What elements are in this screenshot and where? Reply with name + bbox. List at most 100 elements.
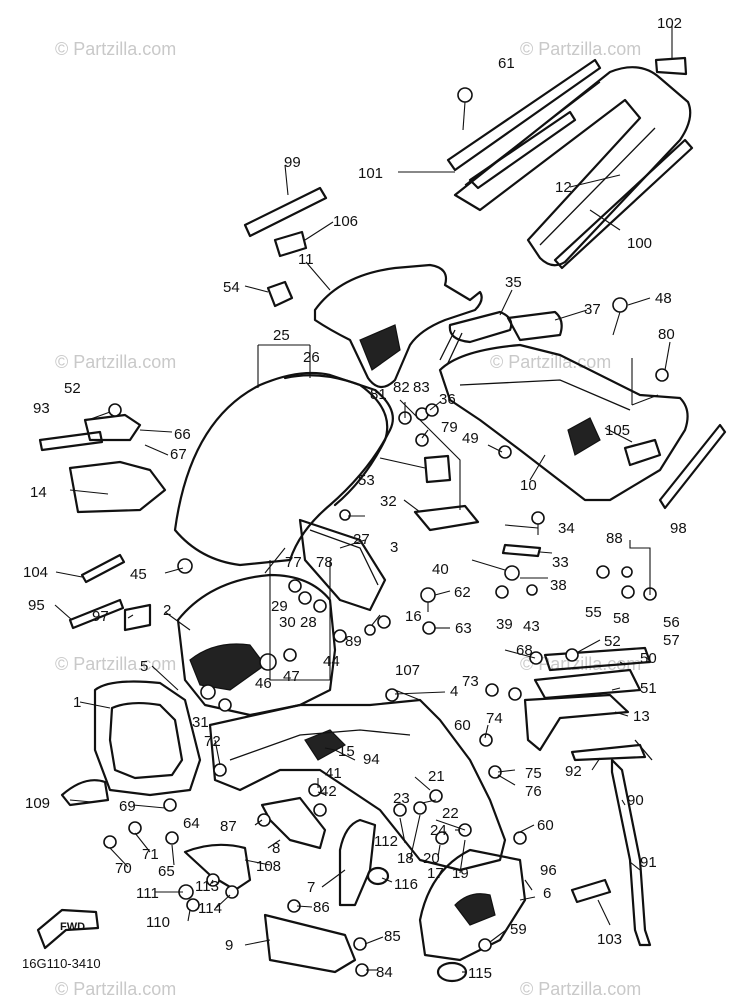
part-label-104: 104 [23, 564, 48, 581]
part-label-48: 48 [655, 290, 672, 307]
part-label-20: 20 [423, 850, 440, 867]
part-label-6: 6 [543, 885, 551, 902]
part-label-53: 53 [358, 472, 375, 489]
part-label-112: 112 [374, 833, 398, 850]
part-label-99: 99 [284, 154, 301, 171]
part-label-18: 18 [397, 850, 414, 867]
part-label-52b: 52 [64, 380, 81, 397]
part-label-25: 25 [273, 327, 290, 344]
part-label-98: 98 [670, 520, 687, 537]
fasteners [103, 87, 669, 977]
part-label-16: 16 [405, 608, 422, 625]
part-label-5: 5 [140, 658, 148, 675]
part-label-110: 110 [146, 914, 170, 931]
part-label-10: 10 [520, 477, 537, 494]
part-label-60b: 60 [537, 817, 554, 834]
part-label-74: 74 [486, 710, 503, 727]
part-label-17: 17 [427, 865, 444, 882]
part-label-36: 36 [439, 391, 456, 408]
part-label-107: 107 [395, 662, 420, 679]
part-label-35: 35 [505, 274, 522, 291]
part-label-87: 87 [220, 818, 237, 835]
fwd-label: FWD [60, 921, 85, 933]
watermark-text: © Partzilla.com [520, 979, 641, 999]
part-label-95: 95 [28, 597, 45, 614]
part-label-79: 79 [441, 419, 458, 436]
part-label-27: 27 [353, 531, 370, 548]
part-label-41: 41 [325, 765, 342, 782]
part-label-75: 75 [525, 765, 542, 782]
lower-fairing [208, 698, 507, 872]
part-label-81: 81 [370, 386, 387, 403]
upper-fairing [176, 573, 337, 717]
part-label-30: 30 [279, 614, 296, 631]
part-label-88: 88 [606, 530, 623, 547]
part-label-70: 70 [115, 860, 132, 877]
part-label-44: 44 [323, 653, 340, 670]
part-label-72: 72 [204, 733, 221, 750]
part-label-89: 89 [345, 633, 362, 650]
part-label-82: 82 [393, 379, 410, 396]
part-label-24: 24 [430, 822, 447, 839]
part-label-13: 13 [633, 708, 650, 725]
part-label-59: 59 [510, 921, 527, 938]
part-label-69: 69 [119, 798, 136, 815]
part-label-1: 1 [73, 694, 81, 711]
part-label-49: 49 [462, 430, 479, 447]
part-label-111: 111 [136, 885, 159, 902]
part-label-40: 40 [432, 561, 449, 578]
part-label-62: 62 [454, 584, 471, 601]
tail-cowl [438, 343, 689, 502]
part-label-76: 76 [525, 783, 542, 800]
part-label-63: 63 [455, 620, 472, 637]
part-label-66: 66 [174, 426, 191, 443]
windscreen [173, 371, 394, 567]
watermark-text: © Partzilla.com [490, 352, 611, 372]
part-label-43: 43 [523, 618, 540, 635]
part-label-55: 55 [585, 604, 602, 621]
part-label-56: 56 [663, 614, 680, 631]
part-label-38: 38 [550, 577, 567, 594]
part-label-9: 9 [225, 937, 233, 954]
part-label-96: 96 [540, 862, 557, 879]
part-label-92: 92 [565, 763, 582, 780]
part-labels: 1 2 3 4 5 6 7 8 9 10 11 12 13 14 15 16 1… [23, 15, 687, 982]
part-label-34: 34 [558, 520, 575, 537]
part-label-101: 101 [358, 165, 383, 182]
part-label-73: 73 [462, 673, 479, 690]
part-label-26: 26 [303, 349, 320, 366]
part-label-67: 67 [170, 446, 187, 463]
part-label-108: 108 [256, 858, 281, 875]
rear-carrier-rail [453, 66, 692, 267]
watermarks: © Partzilla.com © Partzilla.com © Partzi… [55, 39, 641, 999]
part-label-28: 28 [300, 614, 317, 631]
part-label-85: 85 [384, 928, 401, 945]
part-label-54: 54 [223, 279, 240, 296]
leader-lines [54, 25, 673, 973]
part-drawings: FWD [36, 25, 727, 983]
part-label-15: 15 [338, 743, 355, 760]
under-cowl [263, 913, 357, 974]
part-label-109: 109 [25, 795, 50, 812]
part-label-86: 86 [313, 899, 330, 916]
part-label-12: 12 [555, 179, 572, 196]
part-label-52: 52 [604, 633, 621, 650]
part-label-51: 51 [640, 680, 657, 697]
part-label-64: 64 [183, 815, 200, 832]
part-label-100: 100 [627, 235, 652, 252]
part-label-2: 2 [163, 602, 171, 619]
part-label-97: 97 [92, 608, 109, 625]
lower-cowl-6 [418, 848, 527, 962]
part-label-31: 31 [192, 714, 209, 731]
watermark-text: © Partzilla.com [55, 979, 176, 999]
part-label-8: 8 [272, 840, 280, 857]
part-label-94: 94 [363, 751, 380, 768]
part-label-68: 68 [516, 642, 533, 659]
watermark-text: © Partzilla.com [55, 654, 176, 674]
part-label-33: 33 [552, 554, 569, 571]
part-label-93: 93 [33, 400, 50, 417]
seat-cowl [523, 693, 630, 752]
part-label-4: 4 [450, 683, 458, 700]
part-label-7: 7 [307, 879, 315, 896]
part-label-83: 83 [413, 379, 430, 396]
